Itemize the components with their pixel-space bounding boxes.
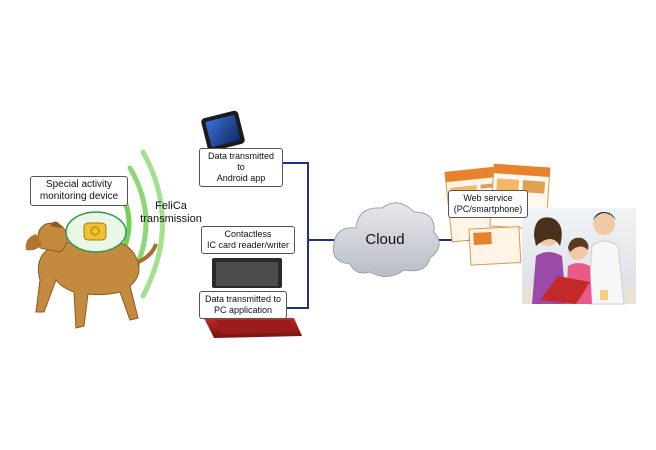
smartphone-icon	[201, 110, 245, 152]
device-label: Special activity monitoring device	[30, 176, 128, 206]
dog-icon	[25, 221, 158, 329]
felica-label-line1: FeliCa	[155, 200, 187, 212]
reader-label-line2: IC card reader/writer	[206, 240, 290, 250]
device-label-line2: monitoring device	[39, 191, 119, 202]
pc-label-line1: Data transmitted to	[204, 294, 282, 304]
cloud-icon	[332, 202, 440, 277]
laptop-icon	[204, 258, 302, 338]
family-photo-icon	[522, 208, 636, 305]
pc-label-line2: PC application	[213, 305, 273, 315]
android-label-line2: Android app	[216, 173, 266, 183]
android-label-line1: Data transmitted to	[207, 151, 275, 172]
device-label-line1: Special activity	[45, 179, 113, 190]
felica-label: FeliCa transmission	[134, 200, 208, 226]
pc-label: Data transmitted to PC application	[199, 291, 287, 319]
android-label: Data transmitted to Android app	[199, 148, 283, 187]
activity-tag-icon	[65, 211, 127, 253]
reader-label-line1: Contactless	[224, 229, 272, 239]
felica-label-line2: transmission	[140, 213, 202, 225]
reader-label: Contactless IC card reader/writer	[201, 226, 295, 254]
cloud-label: Cloud	[365, 231, 405, 248]
web-service-label: Web service (PC/smartphone)	[448, 190, 528, 218]
web-service-label-line2: (PC/smartphone)	[453, 204, 523, 214]
web-service-label-line1: Web service	[463, 193, 513, 203]
